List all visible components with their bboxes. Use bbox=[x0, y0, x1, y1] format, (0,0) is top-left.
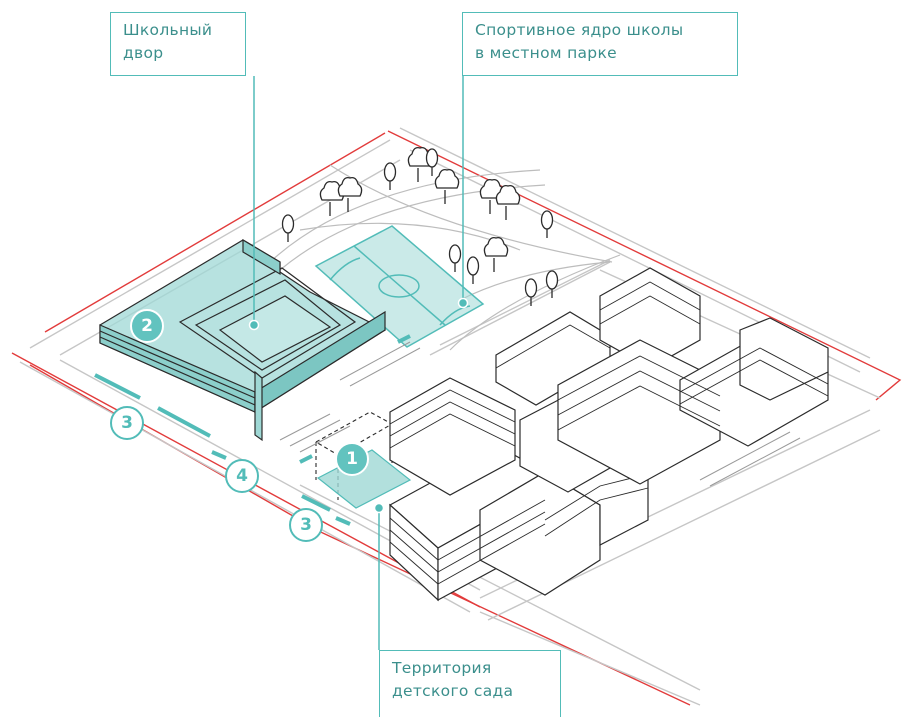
residential-block-front-floors bbox=[389, 389, 649, 585]
residential-block-back bbox=[495, 267, 829, 485]
marker-3: 3 bbox=[110, 406, 144, 440]
leader-dots bbox=[248, 297, 469, 514]
marker-1: 1 bbox=[335, 442, 369, 476]
callout-kindergarten-line1: Территория bbox=[392, 659, 492, 677]
callout-sports-core: Спортивное ядро школы в местном парке bbox=[462, 12, 738, 76]
callout-sports-core-line1: Спортивное ядро школы bbox=[475, 21, 684, 39]
callout-school-yard: Школьный двор bbox=[110, 12, 246, 76]
parking-stripes bbox=[279, 341, 801, 487]
residential-block-front bbox=[388, 377, 649, 602]
callout-school-yard-line1: Школьный bbox=[123, 21, 213, 39]
marker-2: 2 bbox=[130, 309, 164, 343]
marker-3-second: 3 bbox=[289, 508, 323, 542]
roads bbox=[19, 127, 881, 706]
leader-lines bbox=[253, 76, 464, 650]
sports-field bbox=[314, 225, 485, 348]
pedestrian-crossings bbox=[94, 334, 411, 526]
park-paths bbox=[269, 164, 621, 351]
callout-school-yard-line2: двор bbox=[123, 44, 164, 62]
residential-block-back-floors bbox=[495, 281, 829, 431]
callout-kindergarten: Территория детского сада bbox=[379, 650, 561, 717]
marker-4: 4 bbox=[225, 459, 259, 493]
school-building bbox=[99, 238, 387, 442]
callout-sports-core-line2: в местном парке bbox=[475, 44, 617, 62]
callout-kindergarten-line2: детского сада bbox=[392, 682, 514, 700]
